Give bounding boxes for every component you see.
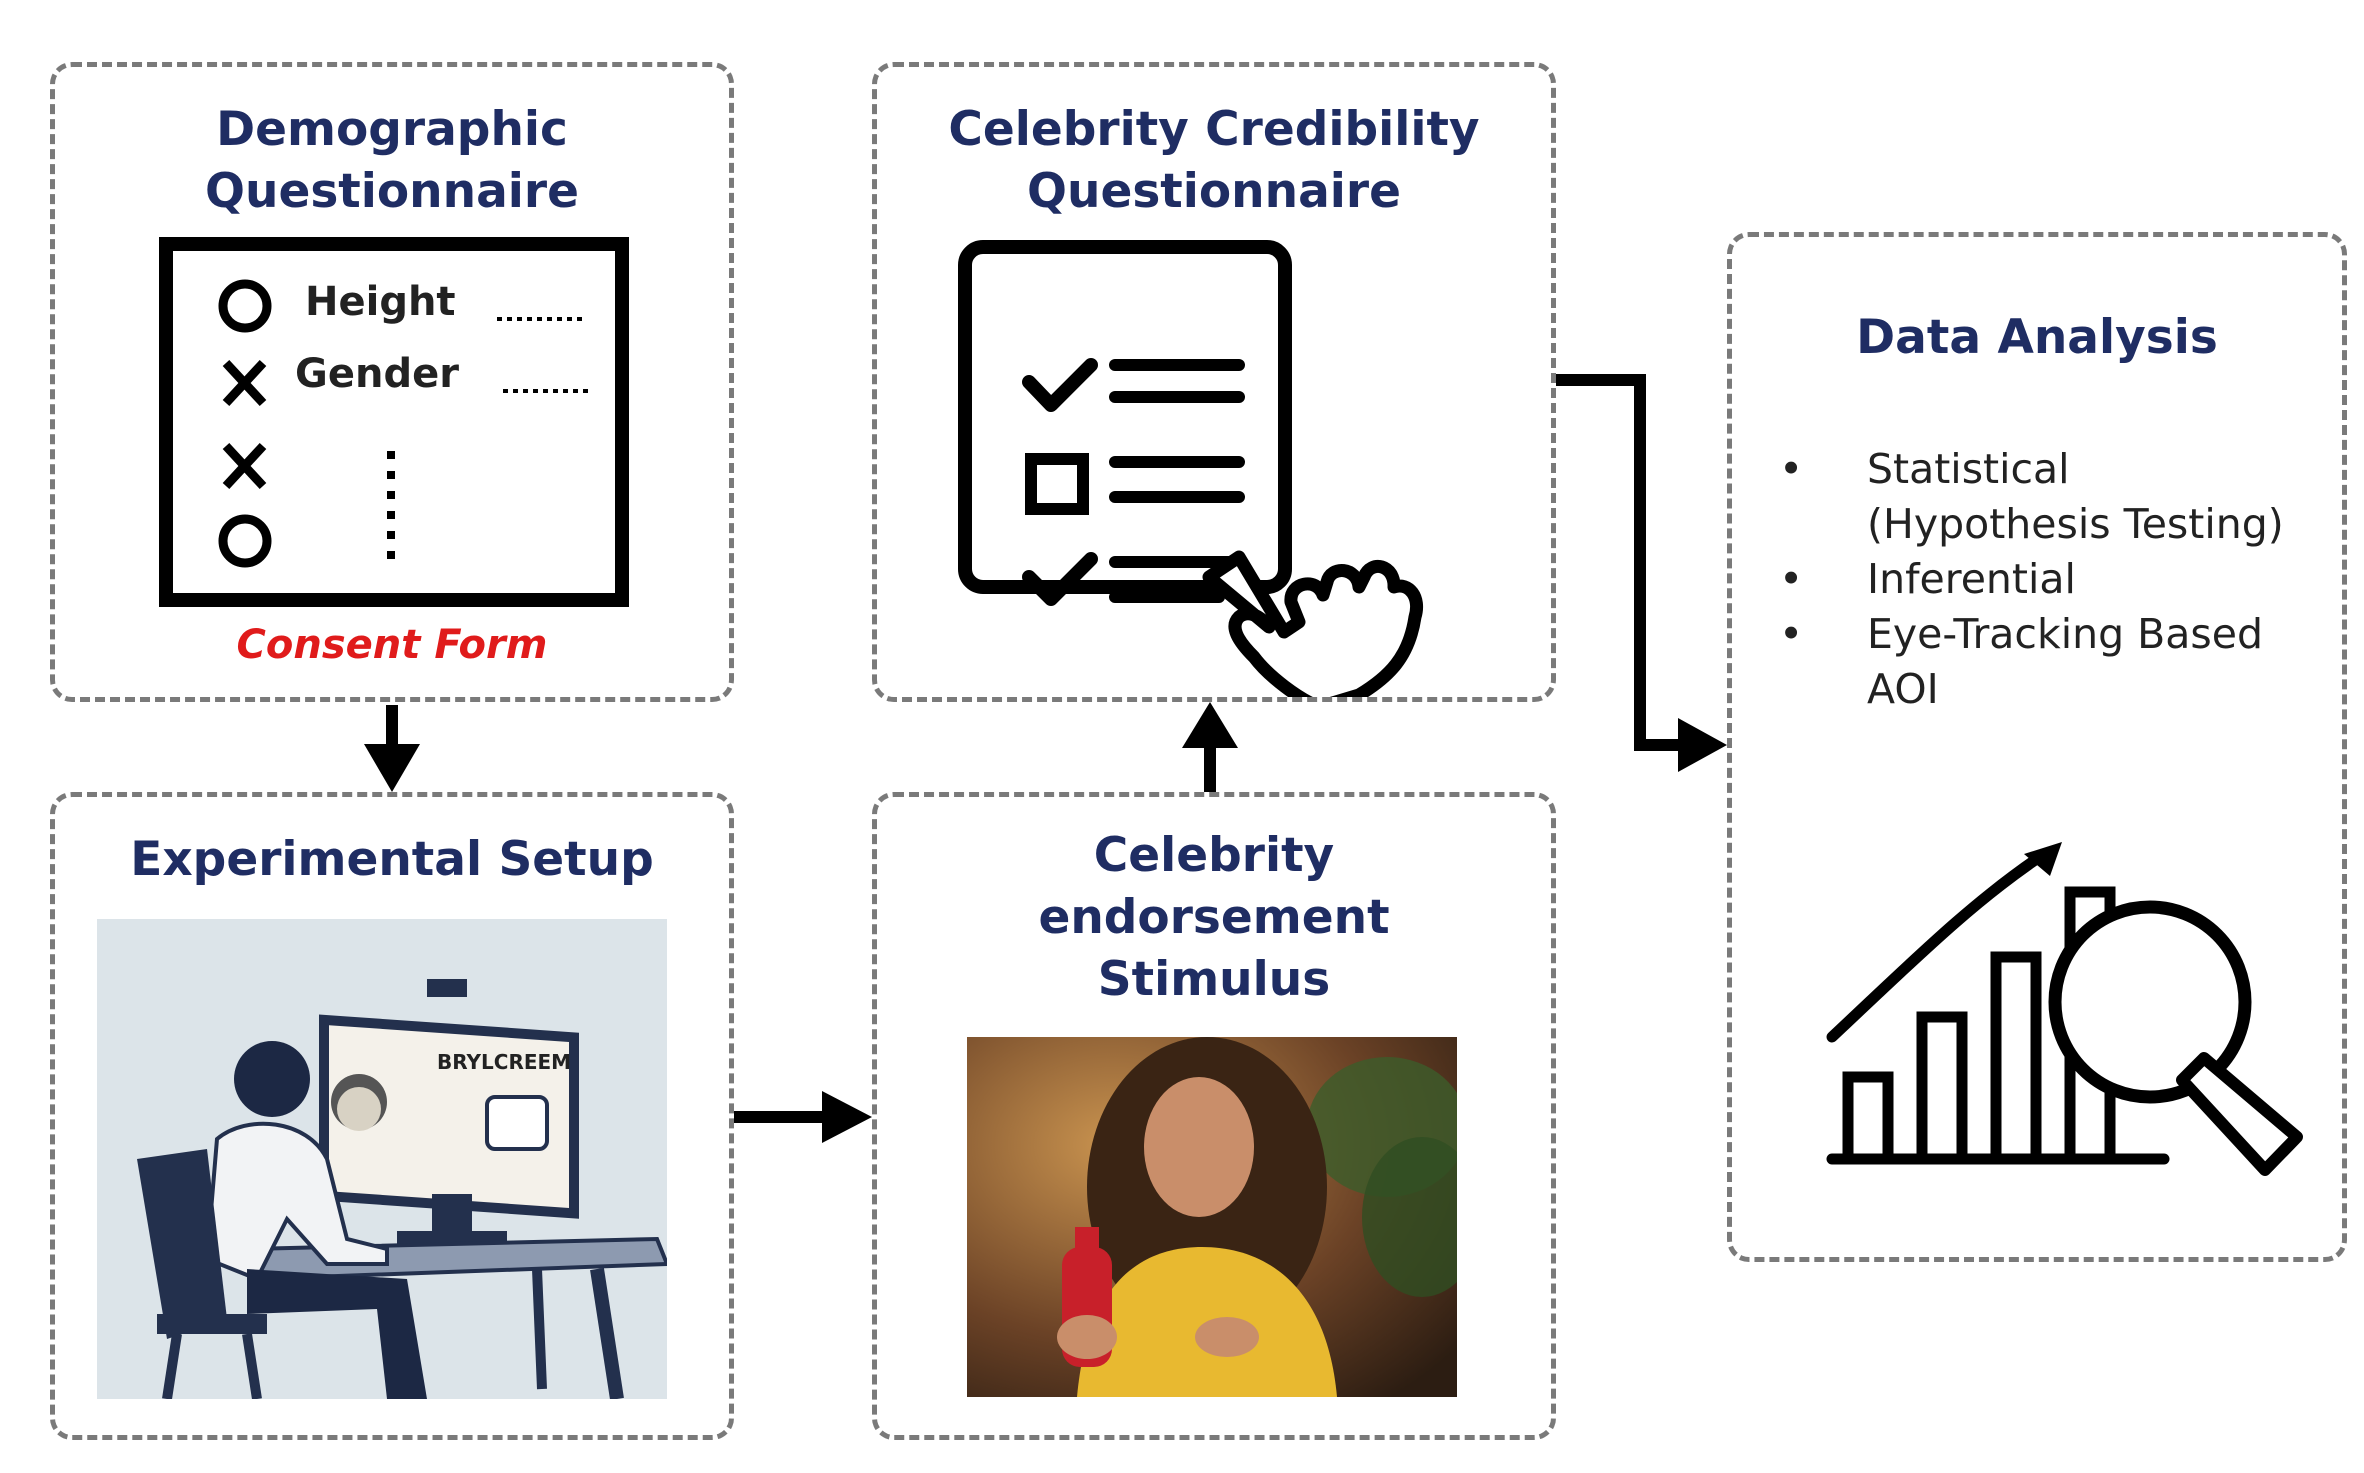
setup-panel: Experimental Setup BRYLCREEM bbox=[50, 792, 734, 1440]
form-field-gender: Gender bbox=[295, 351, 459, 397]
analysis-bullet-1: Statistical (Hypothesis Testing) bbox=[1779, 442, 2287, 552]
bar-chart-icon bbox=[1826, 842, 2303, 1176]
stimulus-photo bbox=[967, 1037, 1457, 1397]
form-icon: Height Gender bbox=[159, 237, 629, 607]
analysis-panel: Data Analysis Statistical (Hypothesis Te… bbox=[1727, 232, 2347, 1262]
arrow-setup-to-stimulus bbox=[734, 1091, 872, 1143]
setup-illustration: BRYLCREEM bbox=[97, 919, 667, 1399]
setup-title: Experimental Setup bbox=[130, 832, 654, 887]
analysis-bullet-3: Eye-Tracking Based AOI bbox=[1779, 607, 2287, 717]
stimulus-photo-svg bbox=[967, 1037, 1457, 1397]
arrow-credibility-to-analysis bbox=[1556, 374, 1727, 772]
arrow-demographic-to-setup bbox=[364, 705, 420, 792]
checklist-icon bbox=[958, 240, 1423, 697]
demographic-panel: Demographic Questionnaire Height Gender … bbox=[50, 62, 734, 702]
arrow-stimulus-to-credibility bbox=[1182, 702, 1238, 792]
credibility-title: Celebrity Credibility Questionnaire bbox=[948, 102, 1480, 219]
analysis-bullet-list: Statistical (Hypothesis Testing) Inferen… bbox=[1779, 442, 2287, 717]
trend-arrow-icon bbox=[1826, 848, 2050, 1043]
credibility-panel: Celebrity Credibility Questionnaire bbox=[872, 62, 1556, 702]
stimulus-panel: Celebrity endorsement Stimulus bbox=[872, 792, 1556, 1440]
setup-illustration-svg: BRYLCREEM bbox=[97, 919, 667, 1399]
analysis-title: Data Analysis bbox=[1856, 310, 2218, 365]
pointing-hand-icon bbox=[1202, 550, 1423, 697]
monitor-brand-text: BRYLCREEM bbox=[437, 1050, 571, 1074]
form-field-height: Height bbox=[305, 279, 456, 325]
analysis-bullet-2: Inferential bbox=[1779, 552, 2287, 607]
consent-form-label: Consent Form bbox=[236, 622, 548, 668]
magnifier-icon bbox=[2048, 900, 2303, 1176]
demographic-title: Demographic Questionnaire bbox=[205, 102, 579, 219]
form-marks bbox=[218, 279, 591, 571]
stimulus-title: Celebrity endorsement Stimulus bbox=[1038, 828, 1390, 1007]
